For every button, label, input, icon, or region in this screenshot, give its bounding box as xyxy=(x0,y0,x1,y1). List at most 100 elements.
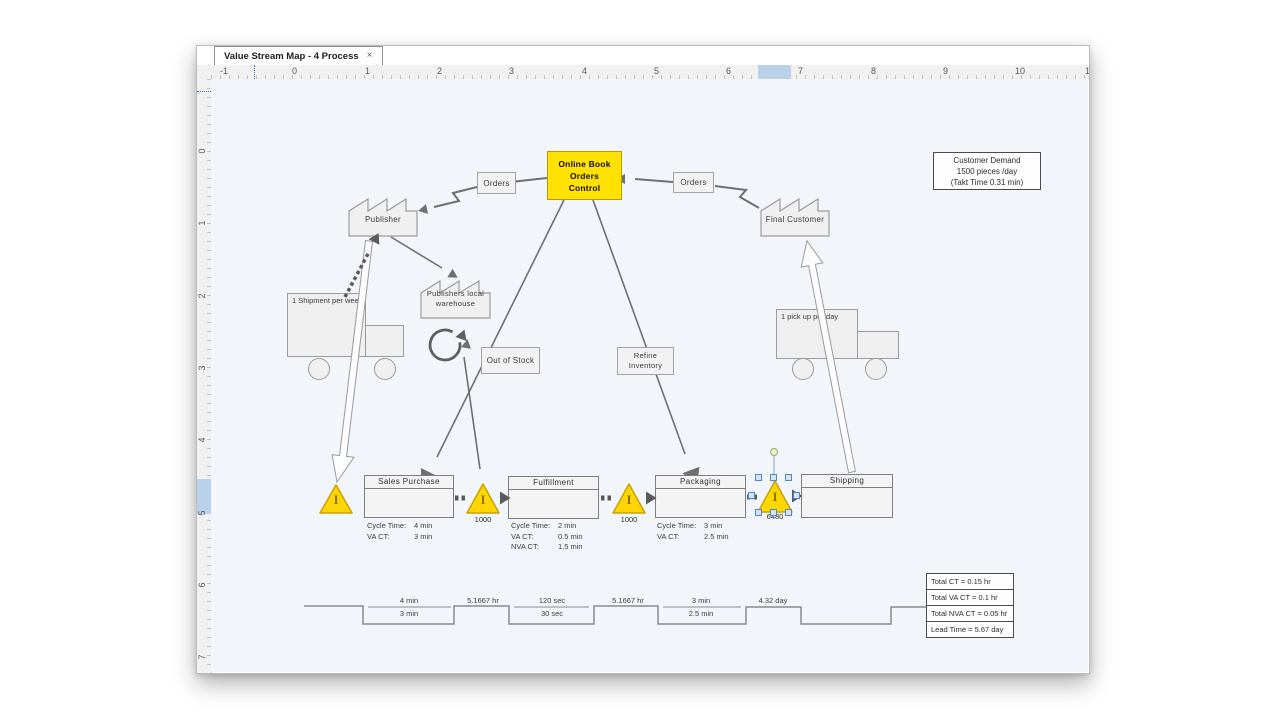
stat-row: Cycle Time:3 min xyxy=(657,521,757,532)
rotation-handle[interactable] xyxy=(770,448,778,456)
process-stats-packaging[interactable]: Cycle Time:3 min VA CT:2.5 min xyxy=(657,521,757,542)
factory-shape-warehouse[interactable] xyxy=(420,279,491,319)
process-box-packaging[interactable]: Packaging xyxy=(655,475,746,518)
vruler-number: 7 xyxy=(197,654,207,660)
connector-publisher-to-warehouse[interactable] xyxy=(390,236,443,269)
stat-row: NVA CT:1.5 min xyxy=(511,542,611,553)
process-title: Packaging xyxy=(656,476,745,489)
total-va-ct-box[interactable]: Total VA CT = 0.1 hr xyxy=(926,589,1014,606)
selection-handle-top-left[interactable] xyxy=(755,474,762,481)
total-nva-ct-box[interactable]: Total NVA CT = 0.05 hr xyxy=(926,605,1014,622)
drawing-canvas[interactable]: Online Book Orders Control Orders Orders… xyxy=(211,79,1088,672)
hruler-number: 9 xyxy=(943,66,949,76)
hruler-number: -1 xyxy=(220,66,229,76)
hruler-number: 10 xyxy=(1015,66,1026,76)
control-box-line: Control xyxy=(568,182,601,193)
electronic-info-arrow-orders-to-publisher[interactable] xyxy=(433,186,478,208)
stat-value: 3 min xyxy=(414,531,433,541)
lead-time-box[interactable]: Lead Time = 5.67 day xyxy=(926,621,1014,638)
stat-row: Cycle Time:2 min xyxy=(511,521,611,532)
out-of-stock-label[interactable]: Out of Stock xyxy=(481,347,540,374)
electronic-info-arrow-customer-to-orders[interactable] xyxy=(714,185,760,209)
connector-inventory-to-reorder-loop[interactable] xyxy=(463,356,481,470)
process-box-sales-purchase[interactable]: Sales Purchase xyxy=(364,475,454,518)
rotation-handle-connector xyxy=(770,448,778,475)
timeline-label-bottom: 3 min xyxy=(399,609,419,618)
hruler-number: 6 xyxy=(726,66,732,76)
process-box-shipping[interactable]: Shipping xyxy=(801,474,893,518)
truck-right[interactable]: 1 pick up per day xyxy=(776,309,858,359)
outline-arrow-publisher-to-inventory[interactable] xyxy=(331,240,374,484)
selection-handle-bottom-right[interactable] xyxy=(785,509,792,516)
horizontal-ruler: -1 0 1 2 3 4 5 6 7 8 9 10 11 xyxy=(211,65,1089,80)
inventory-triangle-1[interactable] xyxy=(319,484,353,514)
stat-label: VA CT: xyxy=(657,531,680,541)
hruler-number: 1 xyxy=(365,66,371,76)
tab-value-stream-map[interactable]: Value Stream Map - 4 Process × xyxy=(214,46,383,65)
inventory-triangle-2[interactable] xyxy=(466,483,500,514)
stat-value: 4 min xyxy=(414,521,433,530)
tab-close-icon[interactable]: × xyxy=(366,50,373,61)
publisher-label: Publisher xyxy=(364,215,402,224)
demand-line: (Takt Time 0.31 min) xyxy=(950,177,1024,187)
process-box-fulfillment[interactable]: Fulfillment xyxy=(508,476,599,519)
hruler-number: 11 xyxy=(1085,66,1089,76)
hruler-number: 2 xyxy=(437,66,443,76)
customer-demand-box[interactable]: Customer Demand 1500 pieces /day (Takt T… xyxy=(933,152,1041,190)
stat-row: Cycle Time: 4 min xyxy=(367,521,467,532)
selection-handle-bottom-middle[interactable] xyxy=(770,509,777,516)
factory-shape-final-customer[interactable] xyxy=(760,197,830,237)
truck-wheel-icon xyxy=(374,358,396,380)
inventory-I-glyph: I xyxy=(772,489,778,504)
control-center-box[interactable]: Online Book Orders Control xyxy=(547,151,622,200)
stat-label: NVA CT: xyxy=(511,542,539,551)
selection-handle-bottom-left[interactable] xyxy=(755,509,762,516)
ruler-guide-marker xyxy=(197,91,211,92)
process-title: Fulfillment xyxy=(509,477,598,490)
process-stats-sales-purchase[interactable]: Cycle Time: 4 min VA CT:3 min xyxy=(367,521,467,542)
total-ct-box[interactable]: Total CT = 0.15 hr xyxy=(926,573,1014,590)
orders-label-left[interactable]: Orders xyxy=(477,172,516,194)
stat-label: Cycle Time: xyxy=(657,521,697,530)
connector-control-to-packaging[interactable] xyxy=(592,199,686,455)
stat-row: VA CT:0.5 min xyxy=(511,532,611,543)
process-title: Shipping xyxy=(802,475,892,488)
timeline-shape[interactable] xyxy=(304,605,926,625)
vruler-number: 6 xyxy=(197,582,207,588)
material-flow-layer xyxy=(319,233,856,514)
vruler-number: 3 xyxy=(197,365,207,371)
demand-line: 1500 pieces /day xyxy=(956,166,1018,176)
selection-handle-middle-right[interactable] xyxy=(793,492,800,499)
stat-row: VA CT:3 min xyxy=(367,532,467,543)
factory-shape-publisher[interactable] xyxy=(348,197,418,237)
timeline-label-bottom: 30 sec xyxy=(540,609,564,618)
control-box-line: Orders xyxy=(569,170,600,181)
inventory-I-glyph: I xyxy=(480,492,486,507)
stat-value: 2 min xyxy=(558,521,577,530)
selection-handle-top-middle[interactable] xyxy=(770,474,777,481)
outline-arrow-shipping-to-customer[interactable] xyxy=(800,239,856,474)
loop-arrow-icon[interactable] xyxy=(428,328,470,362)
inventory-I-glyph: I xyxy=(626,492,632,507)
orders-label-right[interactable]: Orders xyxy=(673,172,714,193)
ruler-selection-highlight xyxy=(197,479,211,514)
tab-bar: Value Stream Map - 4 Process × xyxy=(197,46,1089,65)
arrowhead xyxy=(418,204,429,214)
vertical-ruler: 0 1 2 3 4 5 6 7 xyxy=(197,79,212,673)
hruler-number: 0 xyxy=(292,66,298,76)
refine-inventory-label[interactable]: Refine Inventory xyxy=(617,347,674,375)
timeline-label-top: 5.1667 hr xyxy=(467,596,499,605)
vruler-number: 2 xyxy=(197,293,207,299)
inventory-triangle-3[interactable] xyxy=(612,483,646,514)
inventory-count: 1000 xyxy=(474,515,492,524)
selection-handle-top-right[interactable] xyxy=(785,474,792,481)
arrowhead xyxy=(500,491,511,505)
connector-control-to-sales-purchase[interactable] xyxy=(436,199,565,458)
selection-handle-middle-left[interactable] xyxy=(748,492,755,499)
stat-label: Cycle Time: xyxy=(367,521,407,530)
process-stats-fulfillment[interactable]: Cycle Time:2 min VA CT:0.5 min NVA CT:1.… xyxy=(511,521,611,553)
push-arrow-truck-to-publisher[interactable] xyxy=(343,251,371,298)
timeline-label-top: 120 sec xyxy=(538,596,566,605)
connector-orders-to-control[interactable] xyxy=(634,178,674,183)
stat-row: VA CT:2.5 min xyxy=(657,532,757,543)
